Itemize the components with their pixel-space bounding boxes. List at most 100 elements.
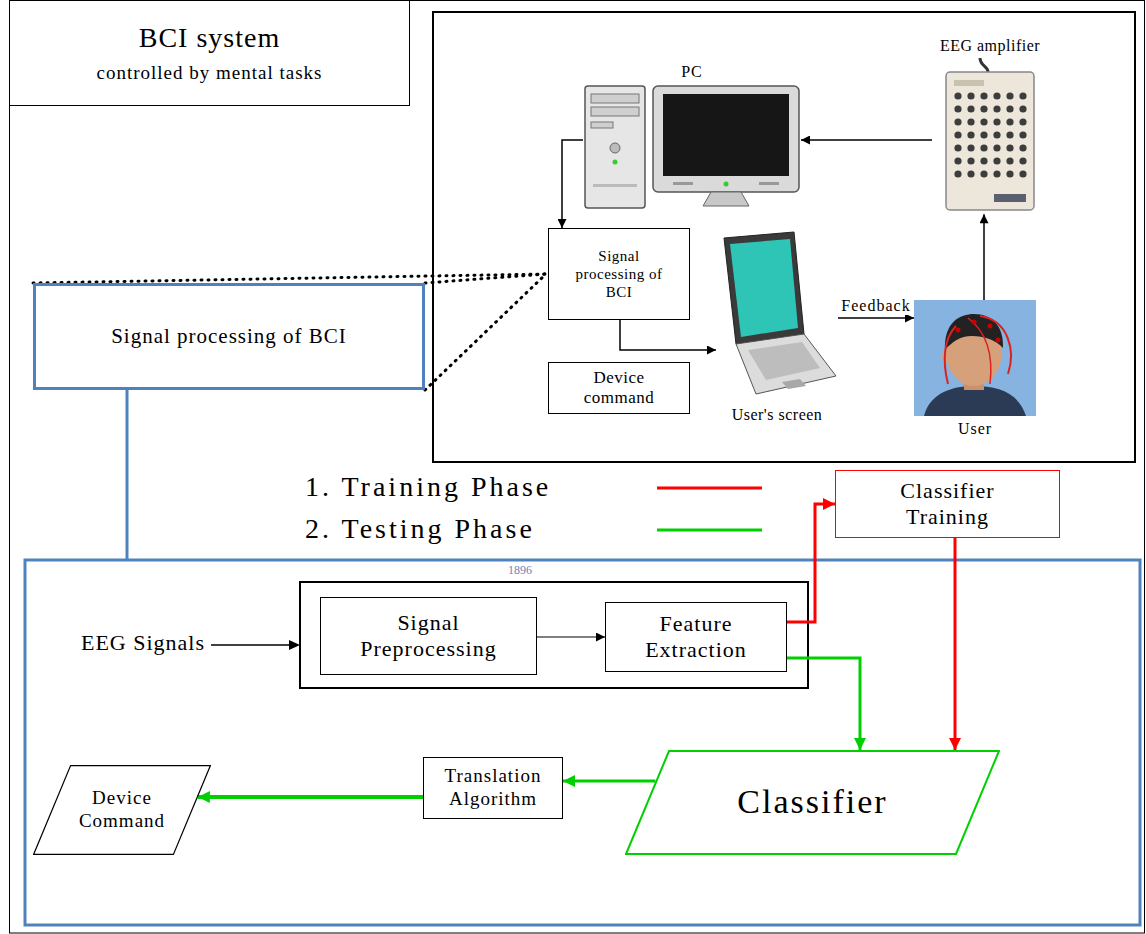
svg-part	[914, 300, 1036, 416]
circle-part	[954, 145, 961, 152]
circle-part	[1006, 158, 1013, 165]
amplifier-illustration-picture	[932, 58, 1048, 214]
picture-label: User	[914, 419, 1036, 438]
rect-part	[585, 86, 645, 208]
polygon-part	[736, 334, 836, 394]
circle-part	[1019, 145, 1026, 152]
svg-part	[716, 230, 838, 402]
rect-part	[914, 300, 1036, 416]
processing-frame	[25, 560, 1140, 925]
circle-part	[980, 145, 987, 152]
ellipse-part	[942, 349, 952, 363]
circle-part	[980, 119, 987, 126]
pc-illustration-picture	[583, 84, 801, 210]
circle-part	[956, 328, 961, 333]
circle-part	[980, 93, 987, 100]
circle-part	[980, 158, 987, 165]
circle-part	[1006, 171, 1013, 178]
signal-name: EEG Signals	[81, 630, 205, 656]
parallelogram-shape	[34, 766, 211, 855]
rect-part	[759, 182, 779, 185]
laptop-illustration: User's screen	[716, 230, 838, 424]
connector-arrow	[562, 140, 583, 228]
circle-part	[972, 320, 977, 325]
command-box: Device command	[548, 362, 690, 414]
picture-label: EEG amplifier	[932, 36, 1048, 55]
title-box: BCI systemcontrolled by mental tasks	[9, 0, 410, 106]
circle-part	[993, 158, 1000, 165]
circle-part	[967, 145, 974, 152]
circle-part	[613, 160, 618, 165]
legend-text: 2. Testing Phase	[305, 512, 535, 546]
polygon-part	[782, 379, 806, 389]
setup-panel	[433, 12, 1135, 462]
training-box: Classifier Training	[835, 470, 1060, 538]
circle-part	[967, 106, 974, 113]
edge-label: Feedback	[839, 296, 912, 315]
classifier-parallelogram: Classifier	[625, 750, 1000, 855]
circle-part	[967, 93, 974, 100]
polygon-part	[724, 232, 804, 344]
output-parallelogram: Device Command	[33, 765, 211, 855]
amplifier-illustration: EEG amplifier	[932, 36, 1048, 214]
rect-part	[954, 80, 984, 86]
circle-part	[993, 119, 1000, 126]
path-part	[945, 326, 956, 384]
node-text: Signal processing of BCI	[569, 247, 669, 301]
user-photo: User	[914, 300, 1036, 438]
circle-part	[993, 93, 1000, 100]
circle-part	[1006, 106, 1013, 113]
node-text: Feature Extraction	[621, 611, 771, 664]
node-text: Classifier Training	[881, 478, 1014, 531]
circle-part	[1006, 119, 1013, 126]
zoom-dotted-line	[425, 274, 546, 283]
circle-part	[993, 145, 1000, 152]
circle-part	[1006, 132, 1013, 139]
path-part	[980, 58, 988, 72]
circle-part	[967, 171, 974, 178]
rect-part	[591, 122, 613, 128]
connector-arrow	[620, 320, 716, 350]
circle-part	[1019, 106, 1026, 113]
process-box: Feature Extraction	[605, 602, 787, 672]
node-text: controlled by mental tasks	[97, 62, 323, 85]
circle-part	[954, 158, 961, 165]
circle-part	[1019, 132, 1026, 139]
user-photo-picture	[914, 300, 1036, 416]
parallelogram-shape	[626, 751, 999, 854]
circle-part	[954, 119, 961, 126]
circle-part	[1019, 93, 1026, 100]
circle-part	[993, 106, 1000, 113]
circle-part	[954, 106, 961, 113]
rect-part	[591, 107, 639, 116]
node-text: Device command	[571, 368, 667, 409]
pc-illustration: PC	[583, 62, 801, 210]
legend-line-red	[657, 487, 762, 490]
circle-part	[967, 158, 974, 165]
circle-part	[1006, 93, 1013, 100]
path-part	[945, 314, 1003, 350]
circle-part	[967, 119, 974, 126]
node-text: Classifier	[737, 782, 887, 823]
picture-label: PC	[583, 62, 801, 81]
rect-part	[673, 182, 693, 185]
process-box: Signal Preprocessing	[320, 597, 537, 675]
circle-part	[954, 171, 961, 178]
rect-part	[663, 94, 789, 176]
path-part	[703, 192, 749, 206]
connector-arrow	[954, 538, 957, 750]
circle-part	[988, 324, 993, 329]
expand-line	[126, 390, 129, 560]
connector-arrow	[787, 504, 835, 622]
polygon-part	[748, 342, 820, 380]
watermark-text: 1896	[508, 563, 532, 577]
zoom-dotted-line	[33, 274, 546, 283]
circle-part	[1019, 119, 1026, 126]
connector-arrow	[983, 214, 985, 300]
node-text: Device Command	[73, 787, 171, 833]
connector-arrow	[787, 658, 860, 750]
legend-text: 1. Training Phase	[305, 470, 551, 504]
path-part	[980, 316, 1011, 374]
